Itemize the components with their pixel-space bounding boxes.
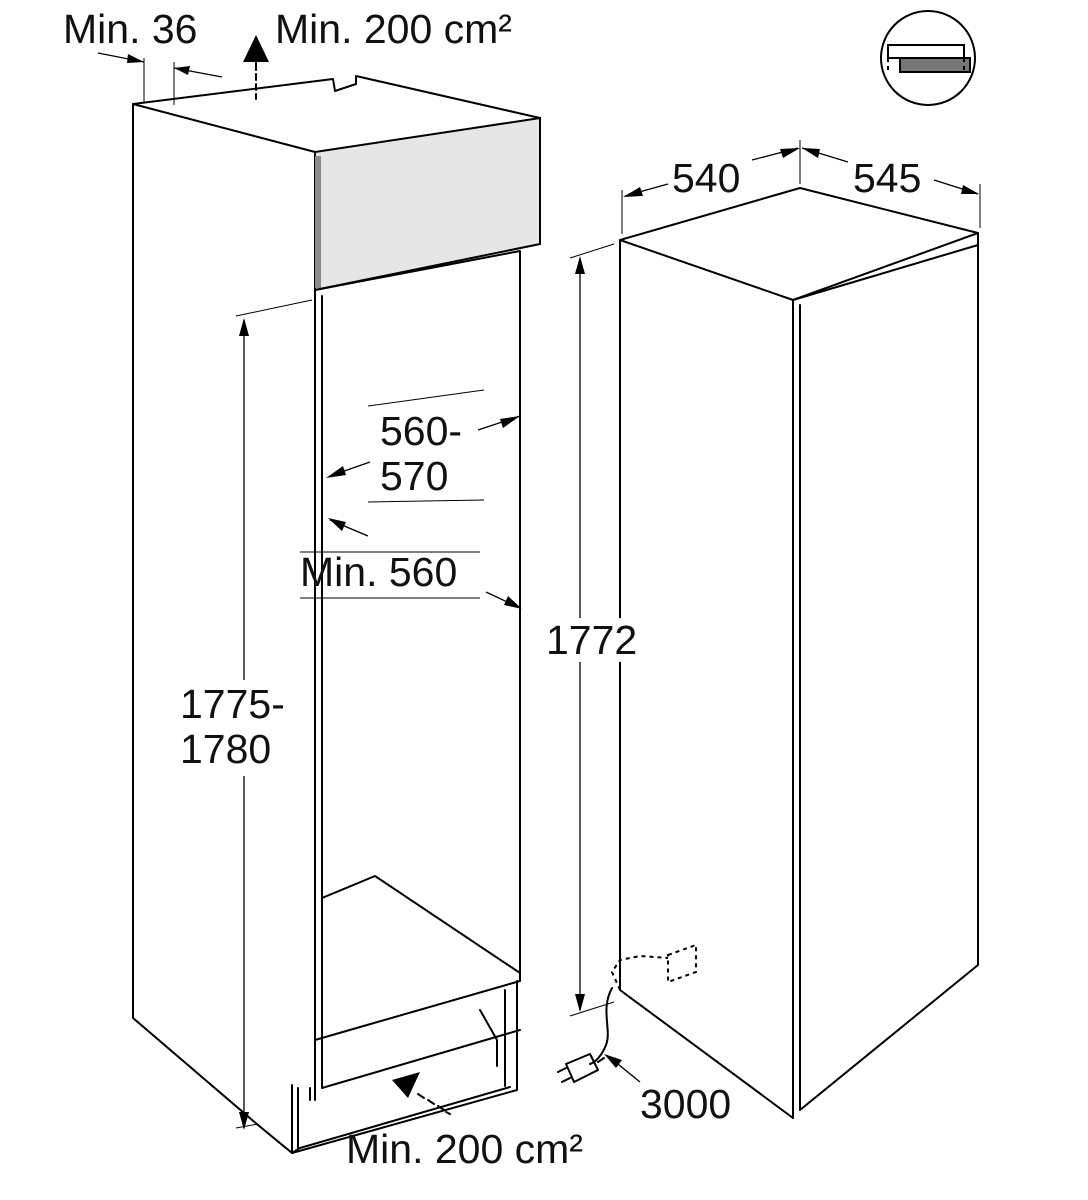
top-cover-panel (314, 116, 541, 292)
power-cable: 3000 (557, 943, 731, 1127)
appliance-width-label: 540 (672, 155, 740, 201)
niche-width-label-1: 560- (380, 408, 462, 454)
appliance-depth-label: 545 (853, 155, 921, 201)
appliance (619, 187, 979, 1119)
appliance-height-label: 1772 (546, 617, 637, 663)
appliance-height-dimension: 1772 (545, 243, 650, 1017)
top-gap-label: Min. 36 (63, 6, 197, 52)
bottom-vent-label: Min. 200 cm² (346, 1126, 583, 1172)
socket-icon (667, 943, 697, 984)
cable-length-label: 3000 (640, 1081, 731, 1127)
plug-icon (557, 1053, 605, 1083)
niche-depth-label: Min. 560 (300, 549, 457, 595)
top-vent-label: Min. 200 cm² (275, 6, 512, 52)
flush-door-icon (880, 10, 976, 106)
niche-width-label-2: 570 (380, 453, 448, 499)
niche-width-dimension: 560- 570 (326, 389, 521, 503)
top-vent-arrow: Min. 200 cm² (243, 6, 512, 100)
niche-depth-dimension: Min. 560 (300, 518, 522, 609)
niche-height-label-2: 1780 (180, 726, 271, 772)
niche-height-label-1: 1775- (180, 681, 285, 727)
niche-height-dimension: 1775- 1780 (180, 299, 313, 1130)
niche-cabinet (132, 75, 541, 1154)
top-gap-dimension: Min. 36 (63, 6, 223, 105)
appliance-top-dimensions: 540 545 (621, 140, 981, 234)
bottom-vent-arrow: Min. 200 cm² (346, 1072, 583, 1172)
